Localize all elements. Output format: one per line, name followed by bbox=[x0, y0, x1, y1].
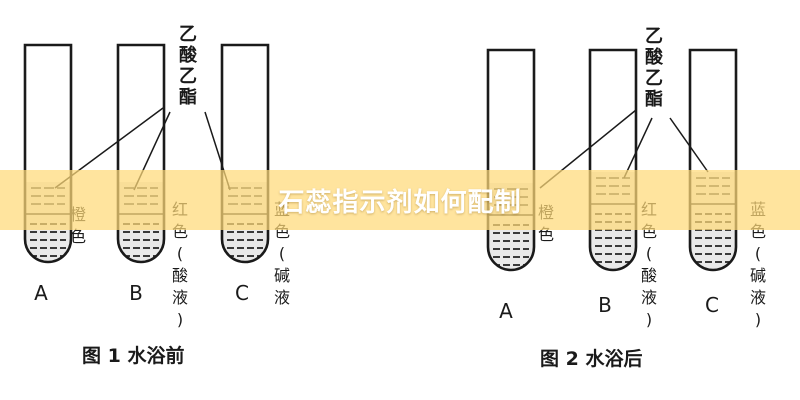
tube-outline bbox=[116, 43, 166, 264]
tube-color-label-char: 液 bbox=[750, 288, 766, 307]
tube-color-label-char: ) bbox=[646, 310, 652, 329]
tube-letter-label: B bbox=[129, 281, 143, 305]
tube-color-label-char: ( bbox=[646, 244, 652, 263]
ester-label-char: 酸 bbox=[179, 44, 198, 66]
test-tube-c bbox=[220, 43, 270, 264]
ester-label-char: 酯 bbox=[645, 89, 663, 110]
tube-color-label-char: 酸 bbox=[641, 266, 657, 285]
tube-color-label-char: 色 bbox=[70, 227, 86, 246]
tube-letter-label: C bbox=[235, 281, 249, 305]
tube-color-label-char: ) bbox=[177, 310, 183, 329]
ester-pointer-line bbox=[623, 117, 653, 179]
ester-label-char: 乙 bbox=[645, 26, 663, 47]
tube-letter-label: C bbox=[705, 293, 719, 317]
tube-color-label-char: 酸 bbox=[172, 266, 188, 285]
tube-outline bbox=[220, 43, 270, 264]
ester-label-char: 乙 bbox=[645, 68, 663, 89]
ester-label-char: 酸 bbox=[645, 46, 664, 68]
test-tube-c bbox=[688, 48, 738, 272]
tube-color-label-char: ( bbox=[177, 244, 183, 263]
figure-caption: 图 1 水浴前 bbox=[82, 344, 184, 367]
figure-caption: 图 2 水浴后 bbox=[540, 348, 642, 370]
banner-title: 石蕊指示剂如何配制 bbox=[278, 187, 522, 218]
test-tube-b bbox=[588, 48, 638, 272]
tube-outline bbox=[588, 48, 638, 272]
ester-label-char: 乙 bbox=[179, 24, 197, 45]
tube-letter-label: A bbox=[34, 281, 48, 305]
tube-color-label-char: 液 bbox=[641, 288, 657, 307]
tube-letter-label: B bbox=[598, 293, 612, 317]
tube-color-label-char: 液 bbox=[274, 288, 290, 307]
tube-outline bbox=[486, 48, 536, 272]
test-tube-b bbox=[116, 43, 166, 264]
tube-color-label-char: 碱 bbox=[750, 266, 766, 285]
title-banner: 石蕊指示剂如何配制 bbox=[0, 170, 800, 230]
tube-color-label-char: ) bbox=[755, 310, 761, 329]
tube-color-label-char: ( bbox=[755, 244, 761, 263]
tube-letter-label: A bbox=[499, 299, 513, 323]
test-tube-a bbox=[486, 48, 536, 272]
ester-label-char: 乙 bbox=[179, 66, 197, 87]
tube-color-label-char: ( bbox=[279, 244, 285, 263]
ester-label-char: 酯 bbox=[179, 87, 197, 108]
ester-pointer-line bbox=[669, 117, 709, 173]
test-tube-a bbox=[23, 43, 73, 264]
tube-outline bbox=[688, 48, 738, 272]
tube-color-label-char: 碱 bbox=[274, 266, 290, 285]
tube-outline bbox=[23, 43, 73, 264]
tube-color-label-char: 液 bbox=[172, 288, 188, 307]
